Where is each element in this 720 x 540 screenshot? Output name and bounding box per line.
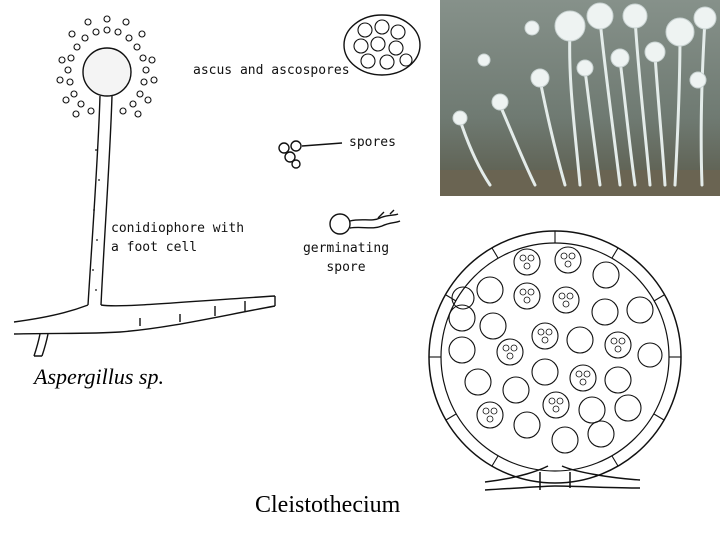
- label-conidiophore-line1: conidiophore with: [111, 221, 245, 236]
- caption-cleistothecium: Cleistothecium: [255, 492, 401, 518]
- aspergillus-photo: [440, 0, 720, 196]
- conidial-head: [56, 15, 158, 118]
- label-ascus-and-ascospores: ascus and ascospores: [193, 63, 350, 78]
- germinating-spore-drawing: [329, 209, 401, 235]
- cleistothecium-drawing: [428, 230, 682, 491]
- label-germinating-line1: germinating: [302, 241, 390, 256]
- label-spores: spores: [349, 135, 396, 150]
- conidiophore-stalk: [87, 95, 113, 306]
- caption-aspergillus: Aspergillus sp.: [34, 364, 164, 390]
- label-germinating-line2: spore: [326, 260, 366, 275]
- label-germinating-spore: germinating spore: [298, 241, 394, 275]
- label-conidiophore-line2: a foot cell: [111, 240, 198, 255]
- foot-cell-hypha: [13, 295, 276, 335]
- ascus-drawing: [343, 14, 421, 76]
- label-conidiophore: conidiophore with a foot cell: [111, 221, 244, 255]
- spores-drawing: [278, 140, 343, 169]
- caption-genus: Aspergillus: [34, 364, 134, 389]
- caption-genus-suffix: sp.: [133, 364, 164, 389]
